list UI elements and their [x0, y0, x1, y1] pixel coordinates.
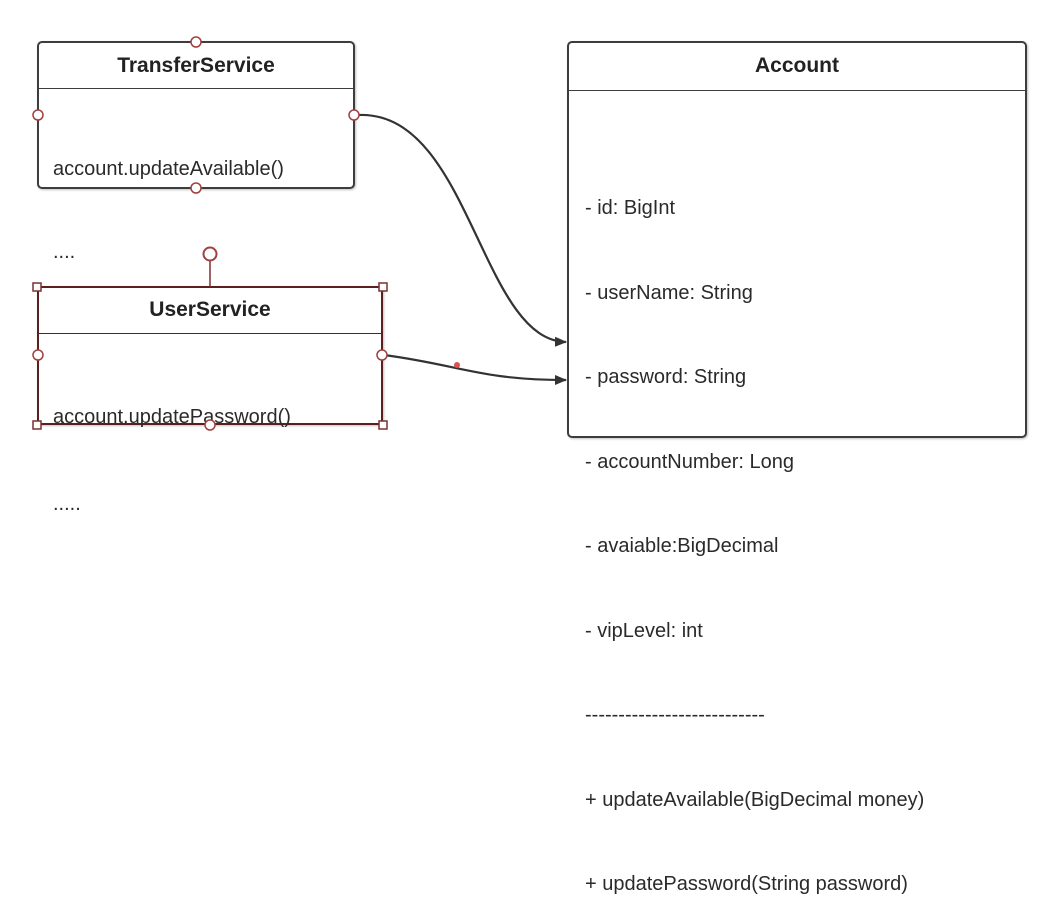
- class-attribute: - userName: String: [585, 281, 753, 304]
- class-transfer-service-body: account.updateAvailable() ....: [39, 89, 353, 322]
- user-connection-point-bottom[interactable]: [204, 419, 216, 431]
- transfer-connection-point-bottom[interactable]: [190, 182, 202, 194]
- class-body-line: ....: [53, 240, 76, 263]
- class-attribute: - avaiable:BigDecimal: [585, 535, 779, 557]
- connector-midpoint-handle[interactable]: [454, 362, 460, 368]
- transfer-connection-point-right[interactable]: [348, 109, 360, 121]
- connector-user-to-account[interactable]: [383, 353, 567, 385]
- resize-handle-top-right[interactable]: [378, 282, 388, 292]
- transfer-connection-point-left[interactable]: [32, 109, 44, 121]
- class-account-title: Account: [569, 43, 1025, 91]
- rotate-handle[interactable]: [202, 246, 218, 262]
- class-attribute: - password: String: [585, 366, 747, 388]
- handles-layer: [32, 36, 388, 431]
- class-method: + updateAvailable(BigDecimal money): [585, 788, 925, 811]
- class-body-line: account.updateAvailable(): [53, 158, 284, 180]
- class-transfer-service[interactable]: TransferService account.updateAvailable(…: [37, 41, 355, 263]
- connector-transfer-to-account[interactable]: [357, 113, 567, 347]
- class-attribute: - vipLevel: int: [585, 619, 703, 642]
- connectors-layer: [357, 113, 567, 385]
- class-transfer-service-title: TransferService: [39, 43, 353, 89]
- user-connection-point-left[interactable]: [32, 349, 44, 361]
- resize-handle-top-left[interactable]: [32, 282, 42, 292]
- class-body-line: account.updatePassword(): [53, 406, 291, 428]
- class-account[interactable]: Account - id: BigInt - userName: String …: [567, 41, 1027, 895]
- class-attribute: - id: BigInt: [585, 197, 676, 219]
- class-body-line: .....: [53, 492, 81, 515]
- class-user-service-title: UserService: [39, 288, 381, 334]
- uml-diagram: TransferService account.updateAvailable(…: [32, 36, 1027, 895]
- class-separator: ---------------------------: [585, 704, 765, 726]
- transfer-connection-point-top[interactable]: [190, 36, 202, 48]
- resize-handle-bottom-right[interactable]: [378, 420, 388, 430]
- user-connection-point-right[interactable]: [376, 349, 388, 361]
- class-method: + updatePassword(String password): [585, 873, 908, 895]
- resize-handle-bottom-left[interactable]: [32, 420, 42, 430]
